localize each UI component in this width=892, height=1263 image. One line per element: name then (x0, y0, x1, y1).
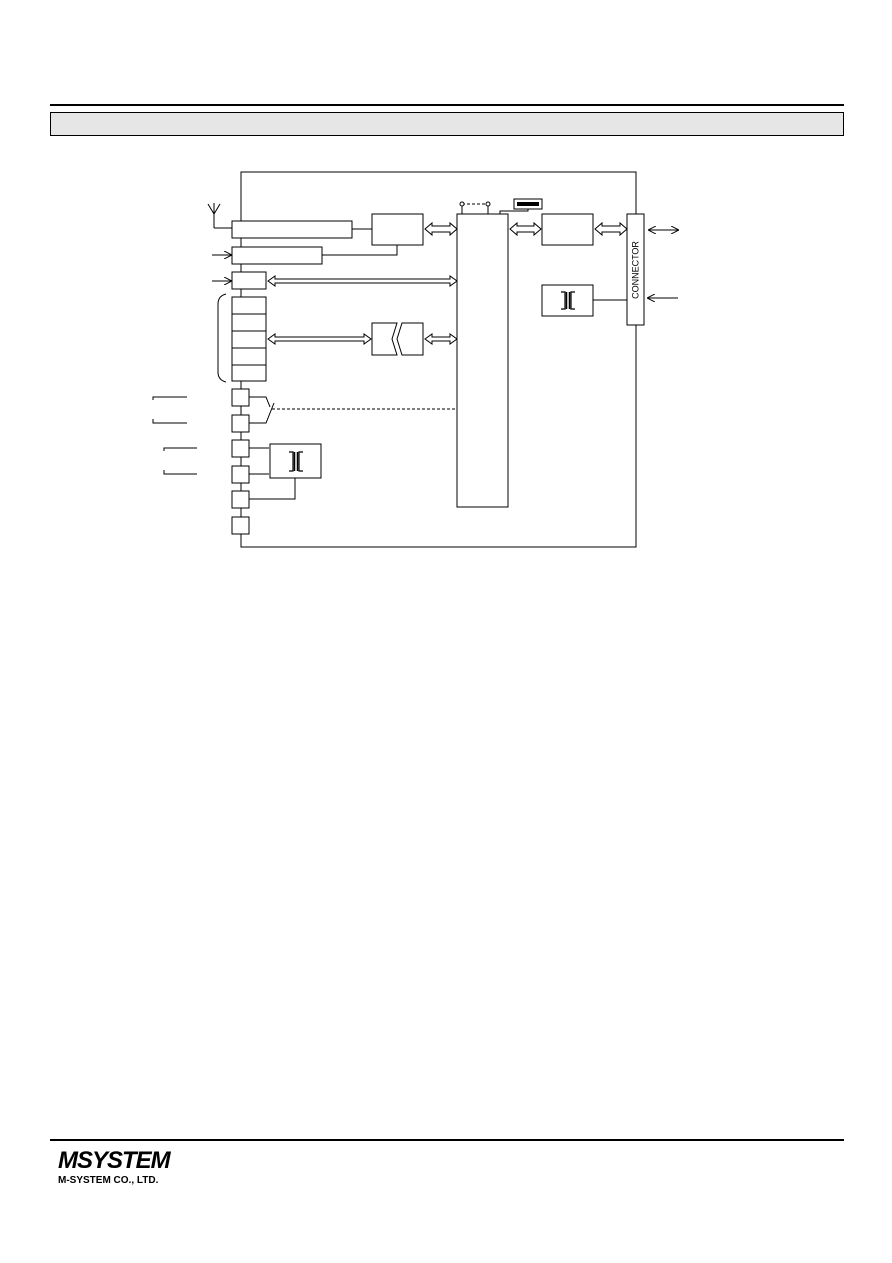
jumper-icon (459, 201, 491, 214)
power-input-terminals (231, 439, 250, 535)
power-external-wiring (163, 447, 197, 475)
bus-arrow-cpu-interface (509, 221, 542, 237)
relay-contact-symbol (249, 396, 275, 424)
interface-block (371, 213, 424, 246)
bus-arrow-interface-connector (594, 221, 628, 237)
section-header-bar (50, 112, 844, 136)
bottom-rule (50, 1139, 844, 1141)
connector-label: CONNECTOR (630, 241, 640, 299)
company-name: M-SYSTEM CO., LTD. (58, 1175, 159, 1186)
brand-mark: MSYSTEM (58, 1147, 171, 1174)
isolation-break-block (371, 322, 424, 356)
relay-output-terminals (231, 388, 250, 433)
bus-arrow-terminal-isolator (267, 333, 372, 345)
power-input-wiring (249, 447, 296, 500)
connector-block (626, 213, 645, 326)
isolation-block (269, 443, 322, 479)
top-rule (50, 104, 844, 106)
company-logo: MSYSTEM M-SYSTEM CO., LTD. (58, 1149, 198, 1189)
terminal-bracket (217, 293, 227, 383)
isolation-transformer-icon (289, 451, 303, 472)
bus-arrow-isolator-cpu (424, 333, 458, 345)
bus-arrow-interface-cpu (424, 221, 458, 237)
relay-external-wiring (152, 396, 187, 424)
block2-link (322, 245, 398, 256)
power-transformer-block (541, 284, 594, 317)
radio-block (231, 220, 353, 239)
input-block-3 (231, 271, 267, 290)
comm-interface-block (541, 213, 594, 246)
transformer-icon (561, 291, 575, 310)
dip-switch-icon (499, 198, 543, 214)
terminal-stack (231, 296, 267, 382)
bus-arrow-block3-cpu (267, 275, 458, 287)
input-block-2 (231, 246, 323, 265)
cpu-block (456, 213, 509, 508)
antenna-icon (207, 203, 232, 229)
